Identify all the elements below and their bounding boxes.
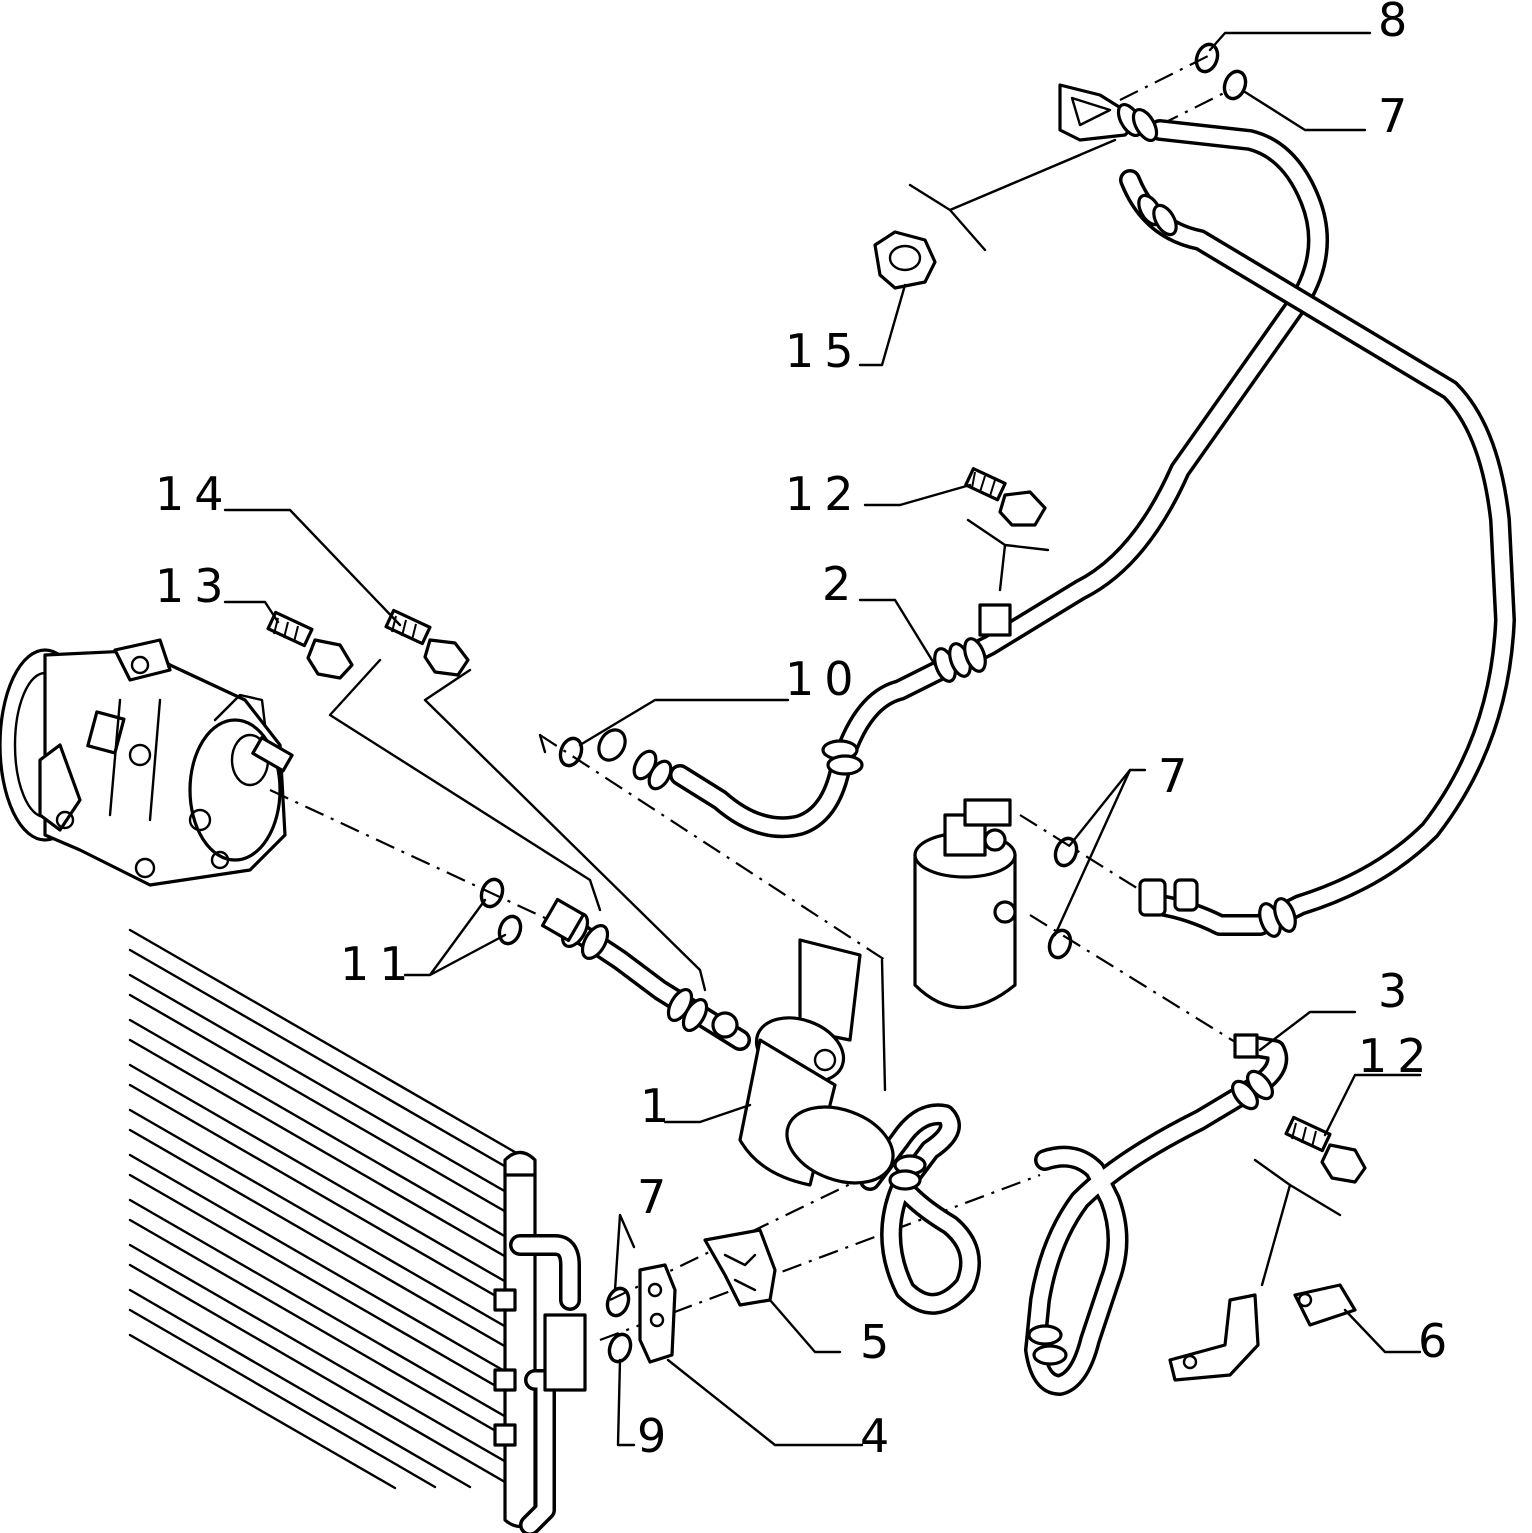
muffler [738,938,895,1187]
callout-label-3: 3 [1378,964,1417,1018]
callout-label-7b: 7 [1158,749,1197,803]
bolt-12-bottom [1284,1115,1367,1184]
condenser [128,928,587,1533]
callout-label-10: 10 [785,652,864,706]
callout-label-1: 1 [640,1079,679,1133]
pipes [549,83,1516,1396]
receiver-drier [913,798,1017,1010]
callout-label-8: 8 [1378,0,1417,47]
callout-label-5: 5 [860,1315,899,1369]
callout-numbers: 1 2 3 4 5 6 7 7 7 8 9 10 11 12 12 13 14 … [155,0,1457,1463]
o-rings [479,42,1248,1364]
leader-lines [223,31,1422,1447]
callout-label-12b: 12 [1358,1029,1437,1083]
pipe-fittings [540,103,1297,1366]
callout-label-13: 13 [155,559,234,613]
callout-label-14: 14 [155,467,234,521]
bracket-6 [1168,1283,1357,1382]
bolt-14 [384,608,470,677]
callout-label-7a: 7 [1378,89,1417,143]
bolt-13 [266,610,354,680]
compressor [0,638,294,887]
callout-label-4: 4 [860,1409,899,1463]
callout-label-15: 15 [785,324,864,378]
callout-label-2: 2 [822,557,861,611]
bracket-5 [703,1228,777,1307]
callout-label-11: 11 [340,937,419,991]
callout-label-9: 9 [637,1409,676,1463]
bracket-4 [638,1263,677,1364]
callout-label-6: 6 [1418,1314,1457,1368]
bolt-12-top [964,467,1047,527]
nut [873,230,937,290]
callout-label-7c: 7 [637,1170,676,1224]
callout-label-12a: 12 [785,467,864,521]
